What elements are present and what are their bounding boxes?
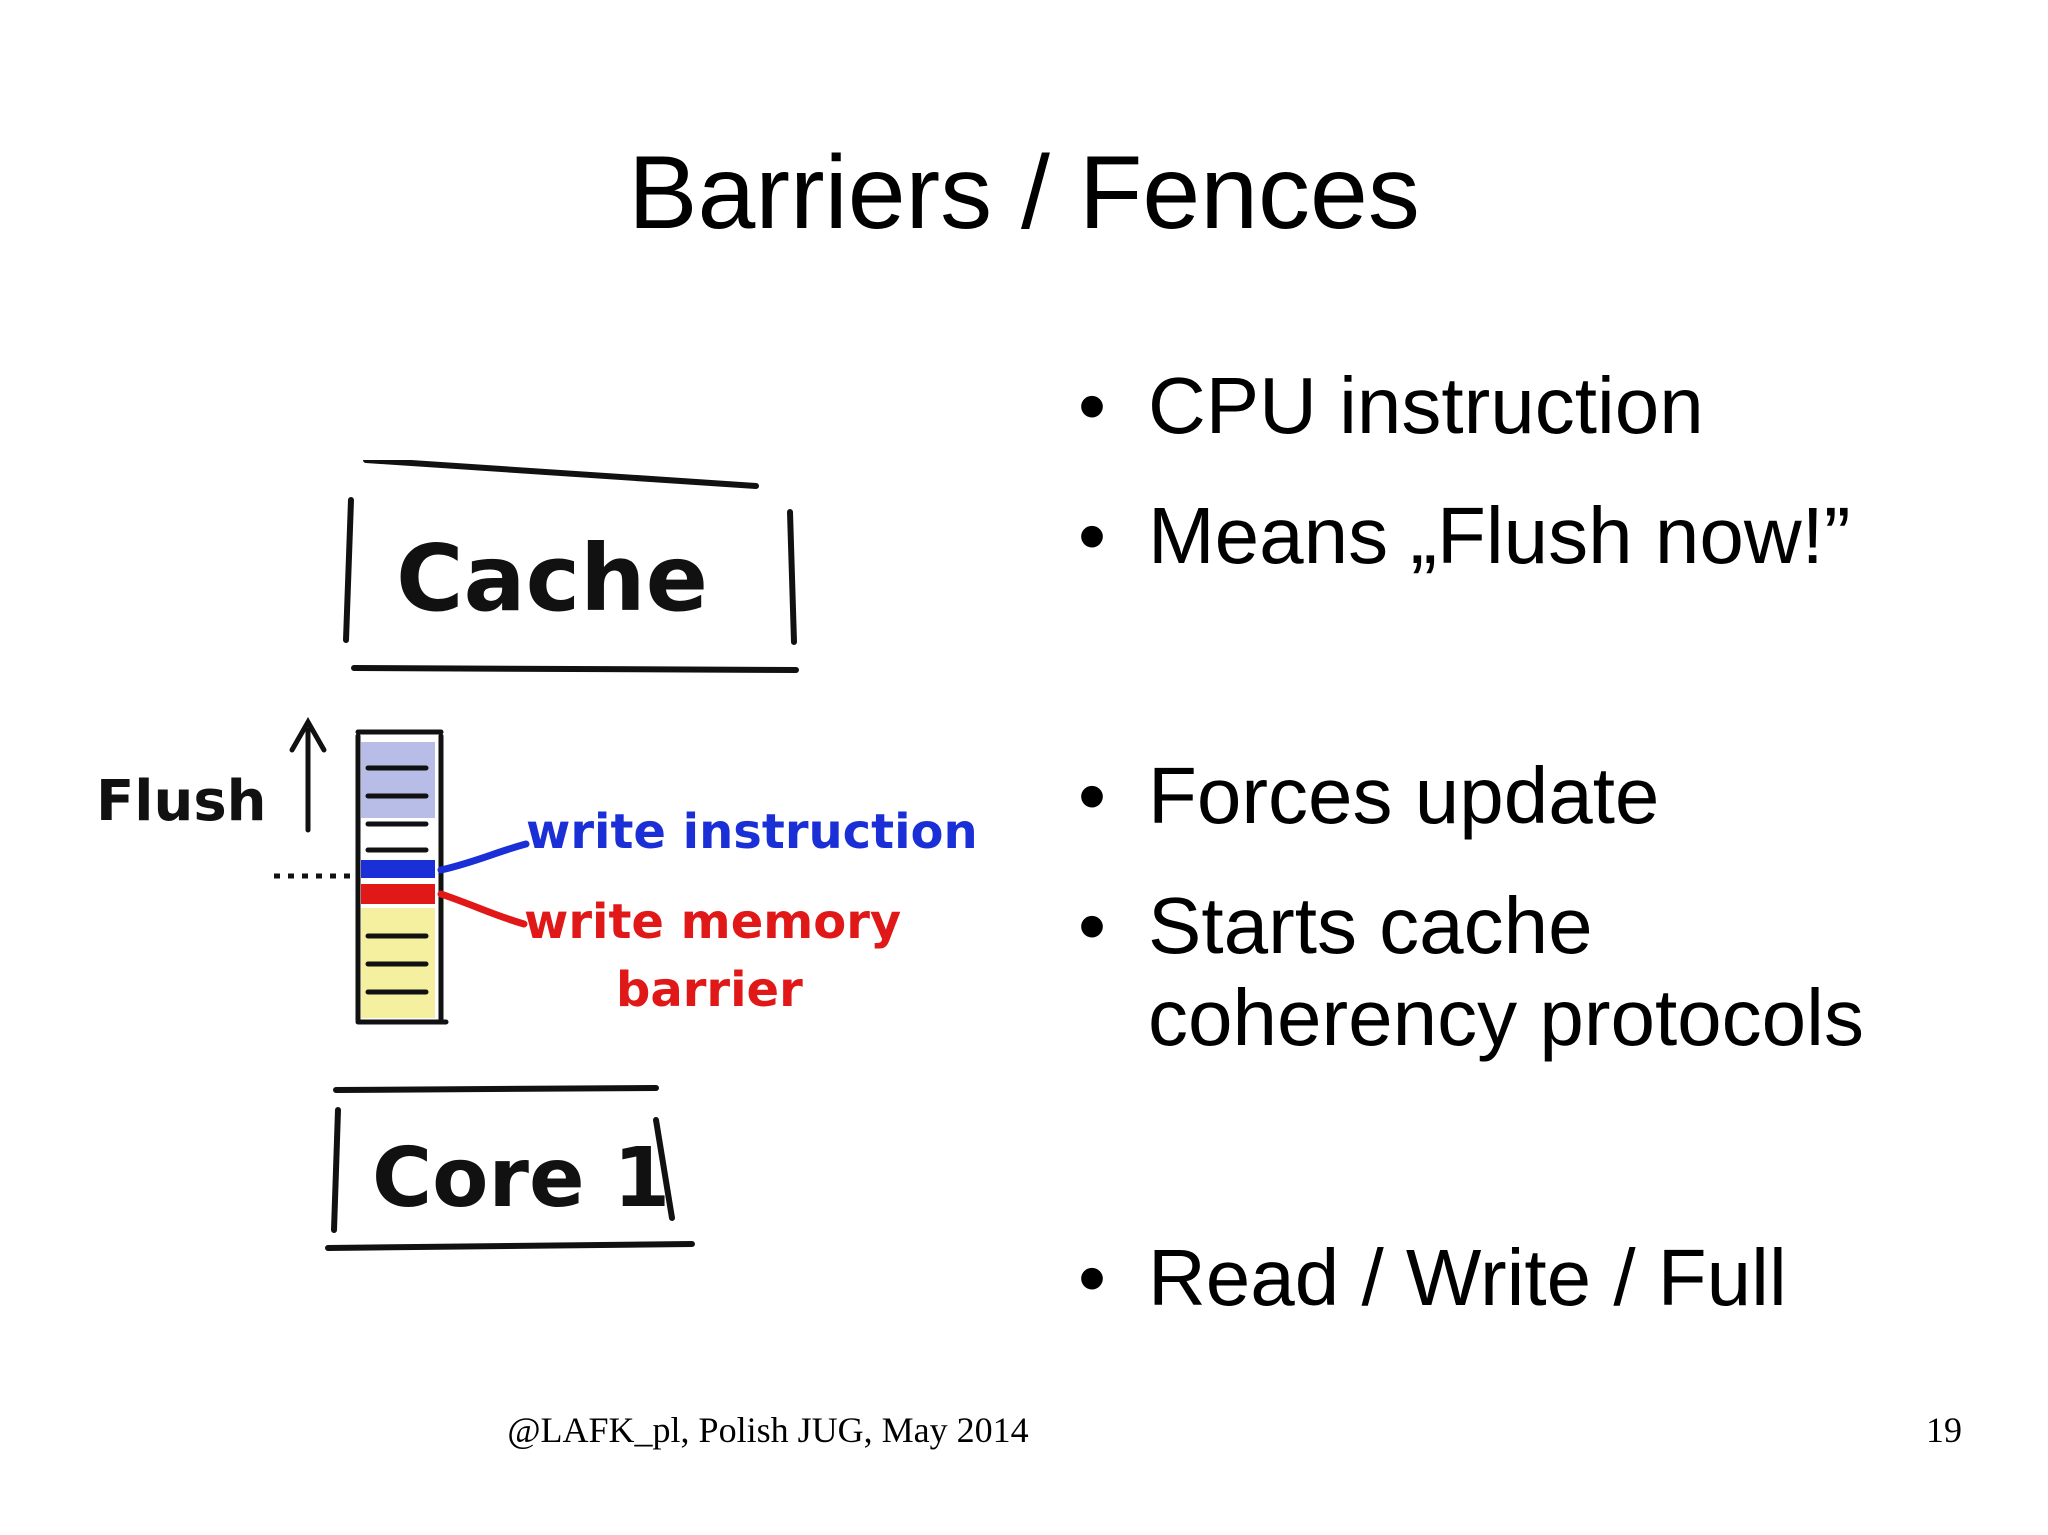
- bullet-dot-icon: •: [1078, 491, 1107, 580]
- bullet-text: Read / Write / Full: [1148, 1233, 1787, 1322]
- core-label: Core 1: [372, 1131, 670, 1226]
- store-buffer: [274, 729, 449, 1025]
- page-number: 19: [1926, 1410, 1962, 1450]
- bullet-item: • Means „Flush now!”: [1078, 490, 1978, 582]
- bullet-text: Means „Flush now!”: [1148, 491, 1851, 580]
- core-box: [325, 1085, 695, 1251]
- cache-box: [343, 460, 799, 673]
- bullet-item: • Read / Write / Full: [1078, 1232, 1978, 1324]
- bullet-list: • CPU instruction • Means „Flush now!” •…: [1078, 360, 1978, 1324]
- bullet-text: CPU instruction: [1148, 361, 1704, 450]
- flush-arrow: [289, 716, 327, 833]
- flush-label: Flush: [96, 769, 267, 834]
- bullet-item: • CPU instruction: [1078, 360, 1978, 452]
- bullet-dot-icon: •: [1078, 1233, 1107, 1322]
- write-memory-barrier-label-line2: barrier: [616, 962, 803, 1018]
- barrier-pointer: [437, 890, 528, 928]
- bullet-text: Starts cache coherency protocols: [1148, 881, 1864, 1062]
- write-instruction-label: write instruction: [526, 804, 978, 860]
- cache-label: Cache: [396, 525, 708, 632]
- bullet-item: • Starts cache coherency protocols: [1078, 880, 1978, 1064]
- bullet-dot-icon: •: [1078, 881, 1107, 970]
- cache-flush-sketch: Cache Flush: [96, 460, 978, 1251]
- slide-title: Barriers / Fences: [628, 135, 1420, 251]
- bullet-item: • Forces update: [1078, 750, 1978, 842]
- instruction-pointer: [437, 840, 530, 874]
- bullet-text: Forces update: [1148, 751, 1660, 840]
- bullet-dot-icon: •: [1078, 361, 1107, 450]
- write-memory-barrier-label: write memory: [524, 894, 901, 950]
- bullet-dot-icon: •: [1078, 751, 1107, 840]
- slide-footer: @LAFK_pl, Polish JUG, May 2014: [507, 1410, 1029, 1450]
- cache-flush-diagram: Cache Flush: [96, 460, 1026, 1290]
